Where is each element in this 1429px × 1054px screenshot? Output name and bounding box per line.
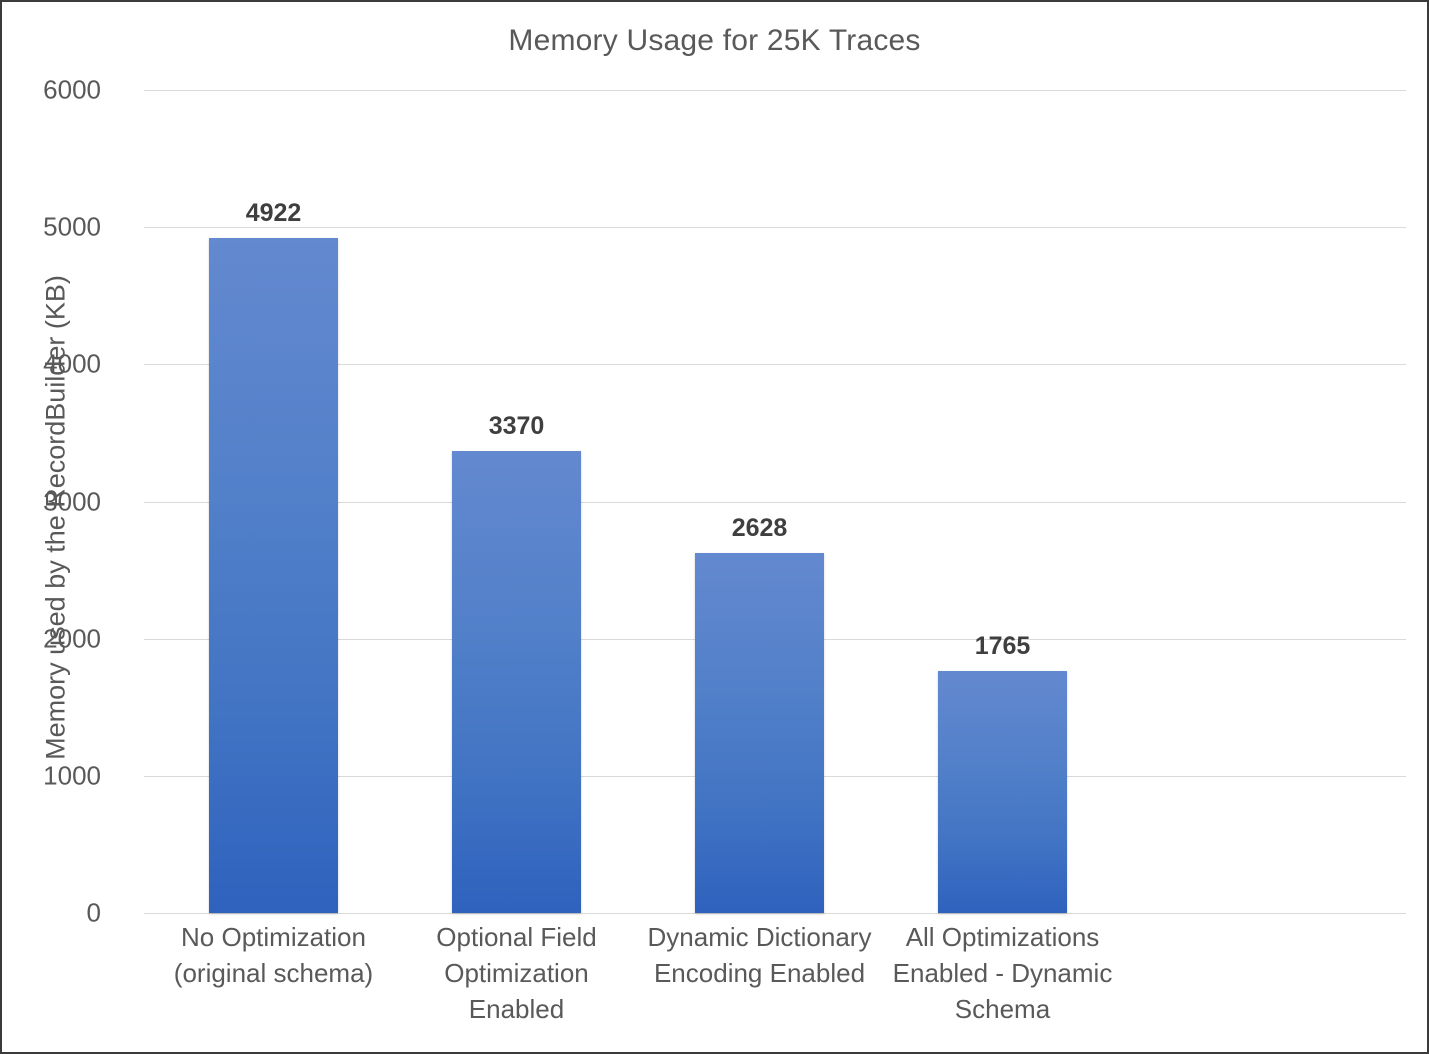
x-axis-category-line: Schema — [954, 993, 1051, 1024]
gridline — [144, 227, 1406, 229]
y-axis-tick-label: 3000 — [43, 486, 101, 516]
bar-value-label: 4922 — [245, 198, 302, 227]
gridline — [144, 364, 1406, 366]
bar[interactable] — [452, 450, 581, 913]
chart-title: Memory Usage for 25K Traces — [508, 24, 921, 57]
bar-value-label: 3370 — [488, 411, 545, 440]
bar-value-label: 1765 — [974, 631, 1031, 660]
x-axis-category-line: Dynamic Dictionary — [647, 922, 872, 952]
gridline — [144, 90, 1406, 91]
plot-area: 6000 5000 4000 3000 2000 1000 0 4922 3370 2628 176… — [43, 75, 1406, 928]
x-axis-category-line: Optional Field — [436, 922, 597, 952]
y-axis-tick-label: 6000 — [43, 74, 101, 105]
y-axis-tick-label: 5000 — [43, 211, 101, 242]
bar[interactable] — [209, 237, 338, 913]
gridline — [144, 501, 1406, 503]
x-axis-category-line: All Optimizations — [905, 922, 1100, 952]
y-axis-tick-label: 2000 — [43, 623, 101, 654]
x-axis-category-label: No Optimization (original schema) — [144, 920, 404, 992]
x-axis-category-line: Enabled - Dynamic — [892, 957, 1113, 988]
x-axis-category-line: No Optimization — [181, 922, 366, 952]
bar[interactable] — [695, 552, 824, 913]
gridline — [144, 913, 1406, 914]
bar-value-label: 2628 — [731, 513, 788, 542]
y-axis-tick-label: 0 — [86, 897, 101, 928]
x-axis-category-line: (original schema) — [173, 957, 374, 988]
x-axis-category-line: Enabled — [468, 993, 565, 1024]
y-axis-tick-label: 1000 — [43, 760, 101, 791]
y-axis-tick-label: 4000 — [43, 348, 101, 379]
x-axis-category-line: Encoding Enabled — [653, 957, 866, 988]
x-axis-category-line: Optimization — [444, 957, 589, 988]
bar[interactable] — [938, 670, 1067, 913]
